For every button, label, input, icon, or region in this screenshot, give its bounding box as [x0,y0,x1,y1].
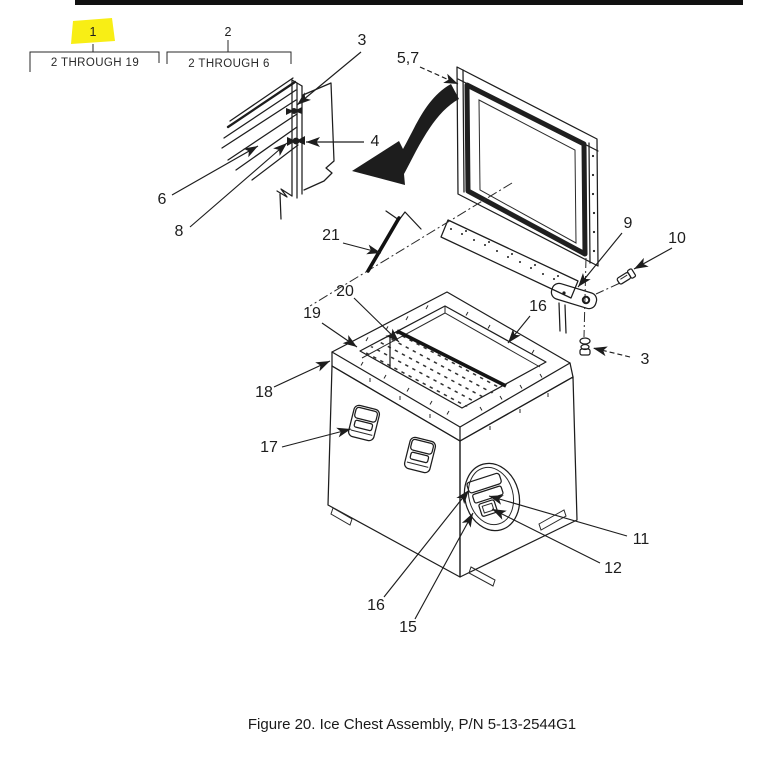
item-range-legend: 1 2 THROUGH 19 2 2 THROUGH 6 [29,18,292,72]
callout-leaders [171,51,673,620]
hinge-screw-upper [286,107,302,115]
callout-item10: 10 [668,230,686,247]
callout-item6: 6 [158,191,167,208]
handle-left [347,404,381,442]
hinge-screw-lower [287,136,305,146]
shoulder-screw [616,268,637,285]
callout-item9: 9 [624,215,633,232]
legend-item-1[interactable]: 1 2 THROUGH 19 [29,18,160,72]
screw-centerline [595,282,621,295]
page-top-border [75,0,743,5]
chest-right-face [459,376,578,578]
callout-item4: 4 [371,133,380,150]
handle-right [403,436,437,474]
callout-item3-top: 3 [358,32,367,49]
callout-item17: 17 [260,439,278,456]
callout-item3-right: 3 [641,351,650,368]
lid-gasket [464,82,588,257]
legend-item-2[interactable]: 2 2 THROUGH 6 [166,25,292,70]
rim-rivet-ticks [360,305,549,430]
legend-item-number[interactable]: 1 [90,25,97,39]
legend-item-range: 2 THROUGH 19 [51,57,139,69]
lid-screw-holes [470,85,596,253]
chest-feet [330,507,567,587]
callout-item11: 11 [633,531,650,548]
callout-labels: 3 5,7 4 6 8 21 9 10 3 20 16 19 18 17 11 … [158,32,686,636]
callout-item15: 15 [399,619,417,636]
callout-item8: 8 [175,223,184,240]
hinge-bracket [550,282,598,334]
chest-front-face [327,365,461,578]
callout-item12: 12 [604,560,622,577]
hinge-rod [366,210,422,273]
hinge-detail-inset [221,77,335,220]
callout-item19: 19 [303,305,321,322]
highlight-marker [71,18,115,44]
chest-body [327,291,578,587]
legend-item-number[interactable]: 2 [225,25,232,39]
callout-item5-7: 5,7 [397,50,419,67]
callout-item21: 21 [322,227,340,244]
detail-reference-arrow [352,84,459,185]
callout-item20: 20 [336,283,354,300]
washer-stack [579,337,591,356]
rim-opening [359,305,547,409]
callout-item16-upper: 16 [529,298,547,315]
callout-item18: 18 [255,384,273,401]
callout-item16-lower: 16 [367,597,385,614]
lid-assembly [456,66,599,267]
legend-item-range: 2 THROUGH 6 [188,58,270,70]
figure-caption: Figure 20. Ice Chest Assembly, P/N 5-13-… [248,716,576,733]
hinge-axis-centerline [309,182,513,307]
hinge-strip [440,219,579,299]
